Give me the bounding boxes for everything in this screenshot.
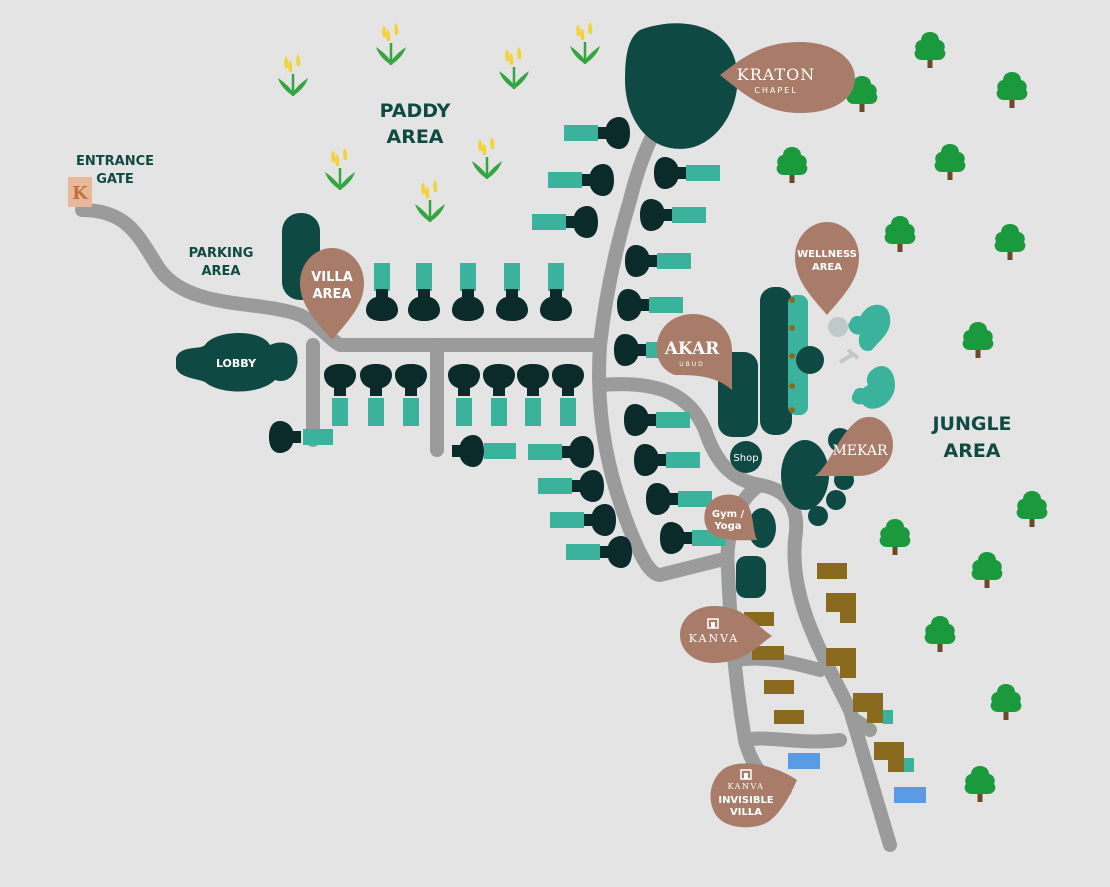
tree-icon	[990, 684, 1022, 720]
tulip-icon	[323, 146, 357, 192]
map-pin-icon	[300, 248, 364, 340]
svg-text:AREA: AREA	[812, 262, 842, 273]
tree-icon	[971, 552, 1003, 588]
svg-text:AREA: AREA	[386, 126, 443, 148]
akar-building	[718, 287, 824, 437]
east-road-villas	[614, 157, 726, 554]
jungle-area-label: JUNGLE	[930, 413, 1011, 435]
svg-text:MEKAR: MEKAR	[832, 443, 888, 459]
gym-yoga-pin[interactable]: Gym / Yoga	[704, 494, 757, 541]
akar-pin[interactable]: AKAR UBUD	[656, 314, 732, 390]
map-pin-icon	[656, 314, 732, 390]
tulip-icon	[413, 178, 447, 224]
wellness-pools	[828, 304, 895, 409]
tree-icon	[962, 322, 994, 358]
tree-icon	[776, 147, 808, 183]
svg-text:AREA: AREA	[943, 440, 1000, 462]
svg-text:Gym /: Gym /	[712, 509, 745, 520]
lobby-label: LOBBY	[216, 357, 257, 370]
road-network	[75, 113, 897, 852]
kanva-logo-icon	[707, 618, 719, 629]
shop-building	[730, 441, 762, 473]
map-pin-icon	[704, 494, 757, 541]
entrance-gate-label: ENTRANCE	[76, 154, 154, 169]
shop-label: Shop	[733, 453, 758, 464]
parking-area-label: PARKING	[189, 246, 254, 261]
tree-icon	[1016, 491, 1048, 527]
villa-area-pin[interactable]: VILLA AREA	[300, 248, 364, 340]
tree-icon	[884, 216, 916, 252]
svg-text:VILLA: VILLA	[730, 807, 762, 818]
svg-text:AREA: AREA	[201, 264, 240, 279]
map-pin-icon	[710, 763, 797, 828]
tree-icon	[914, 32, 946, 68]
entrance-k-logo-icon: K	[68, 177, 92, 207]
svg-text:K: K	[72, 183, 89, 204]
svg-text:UBUD: UBUD	[679, 361, 705, 368]
map-pin-icon	[720, 42, 855, 113]
kanva-logo-icon	[740, 769, 752, 780]
paddy-area-label: PADDY	[380, 100, 451, 122]
mekar-pin[interactable]: MEKAR	[815, 416, 893, 476]
tulip-icon	[497, 45, 531, 91]
kanva-villas	[744, 563, 926, 803]
kraton-chapel-pin[interactable]: KRATON CHAPEL	[720, 42, 855, 113]
tulip-icon	[470, 135, 504, 181]
svg-text:KANVA: KANVA	[689, 632, 739, 645]
map-pin-icon	[815, 416, 893, 476]
svg-text:KANVA: KANVA	[728, 782, 765, 791]
paddy-tulips	[276, 20, 602, 224]
svg-text:WELLNESS: WELLNESS	[797, 249, 857, 260]
svg-text:GATE: GATE	[96, 172, 133, 187]
kraton-chapel-building	[625, 23, 738, 149]
svg-text:KRATON: KRATON	[737, 65, 815, 84]
tulip-icon	[276, 52, 310, 98]
tulip-icon	[568, 20, 602, 66]
svg-text:Yoga: Yoga	[713, 521, 741, 532]
kanva-pin[interactable]: KANVA	[680, 606, 772, 663]
lobby-building	[176, 332, 298, 392]
map-pin-icon	[680, 606, 772, 663]
tree-icon	[964, 766, 996, 802]
svg-text:AREA: AREA	[312, 287, 351, 302]
tree-icon	[996, 72, 1028, 108]
svg-text:AKAR: AKAR	[664, 339, 720, 359]
map-pin-icon	[795, 222, 859, 315]
kanva-invisible-villa-pin[interactable]: KANVA INVISIBLE VILLA	[710, 763, 797, 828]
tulip-icon	[374, 21, 408, 67]
svg-text:VILLA: VILLA	[311, 270, 353, 285]
tree-icon	[994, 224, 1026, 260]
area-labels: PADDY AREA ENTRANCE GATE PARKING AREA JU…	[76, 100, 1012, 464]
svg-text:INVISIBLE: INVISIBLE	[718, 795, 773, 806]
svg-text:CHAPEL: CHAPEL	[754, 86, 797, 95]
tree-icon	[934, 144, 966, 180]
wellness-area-pin[interactable]: WELLNESS AREA	[795, 222, 859, 315]
west-road-villas	[452, 117, 632, 568]
tree-icon	[924, 616, 956, 652]
villa-area-villas	[269, 263, 584, 453]
tree-icon	[879, 519, 911, 555]
